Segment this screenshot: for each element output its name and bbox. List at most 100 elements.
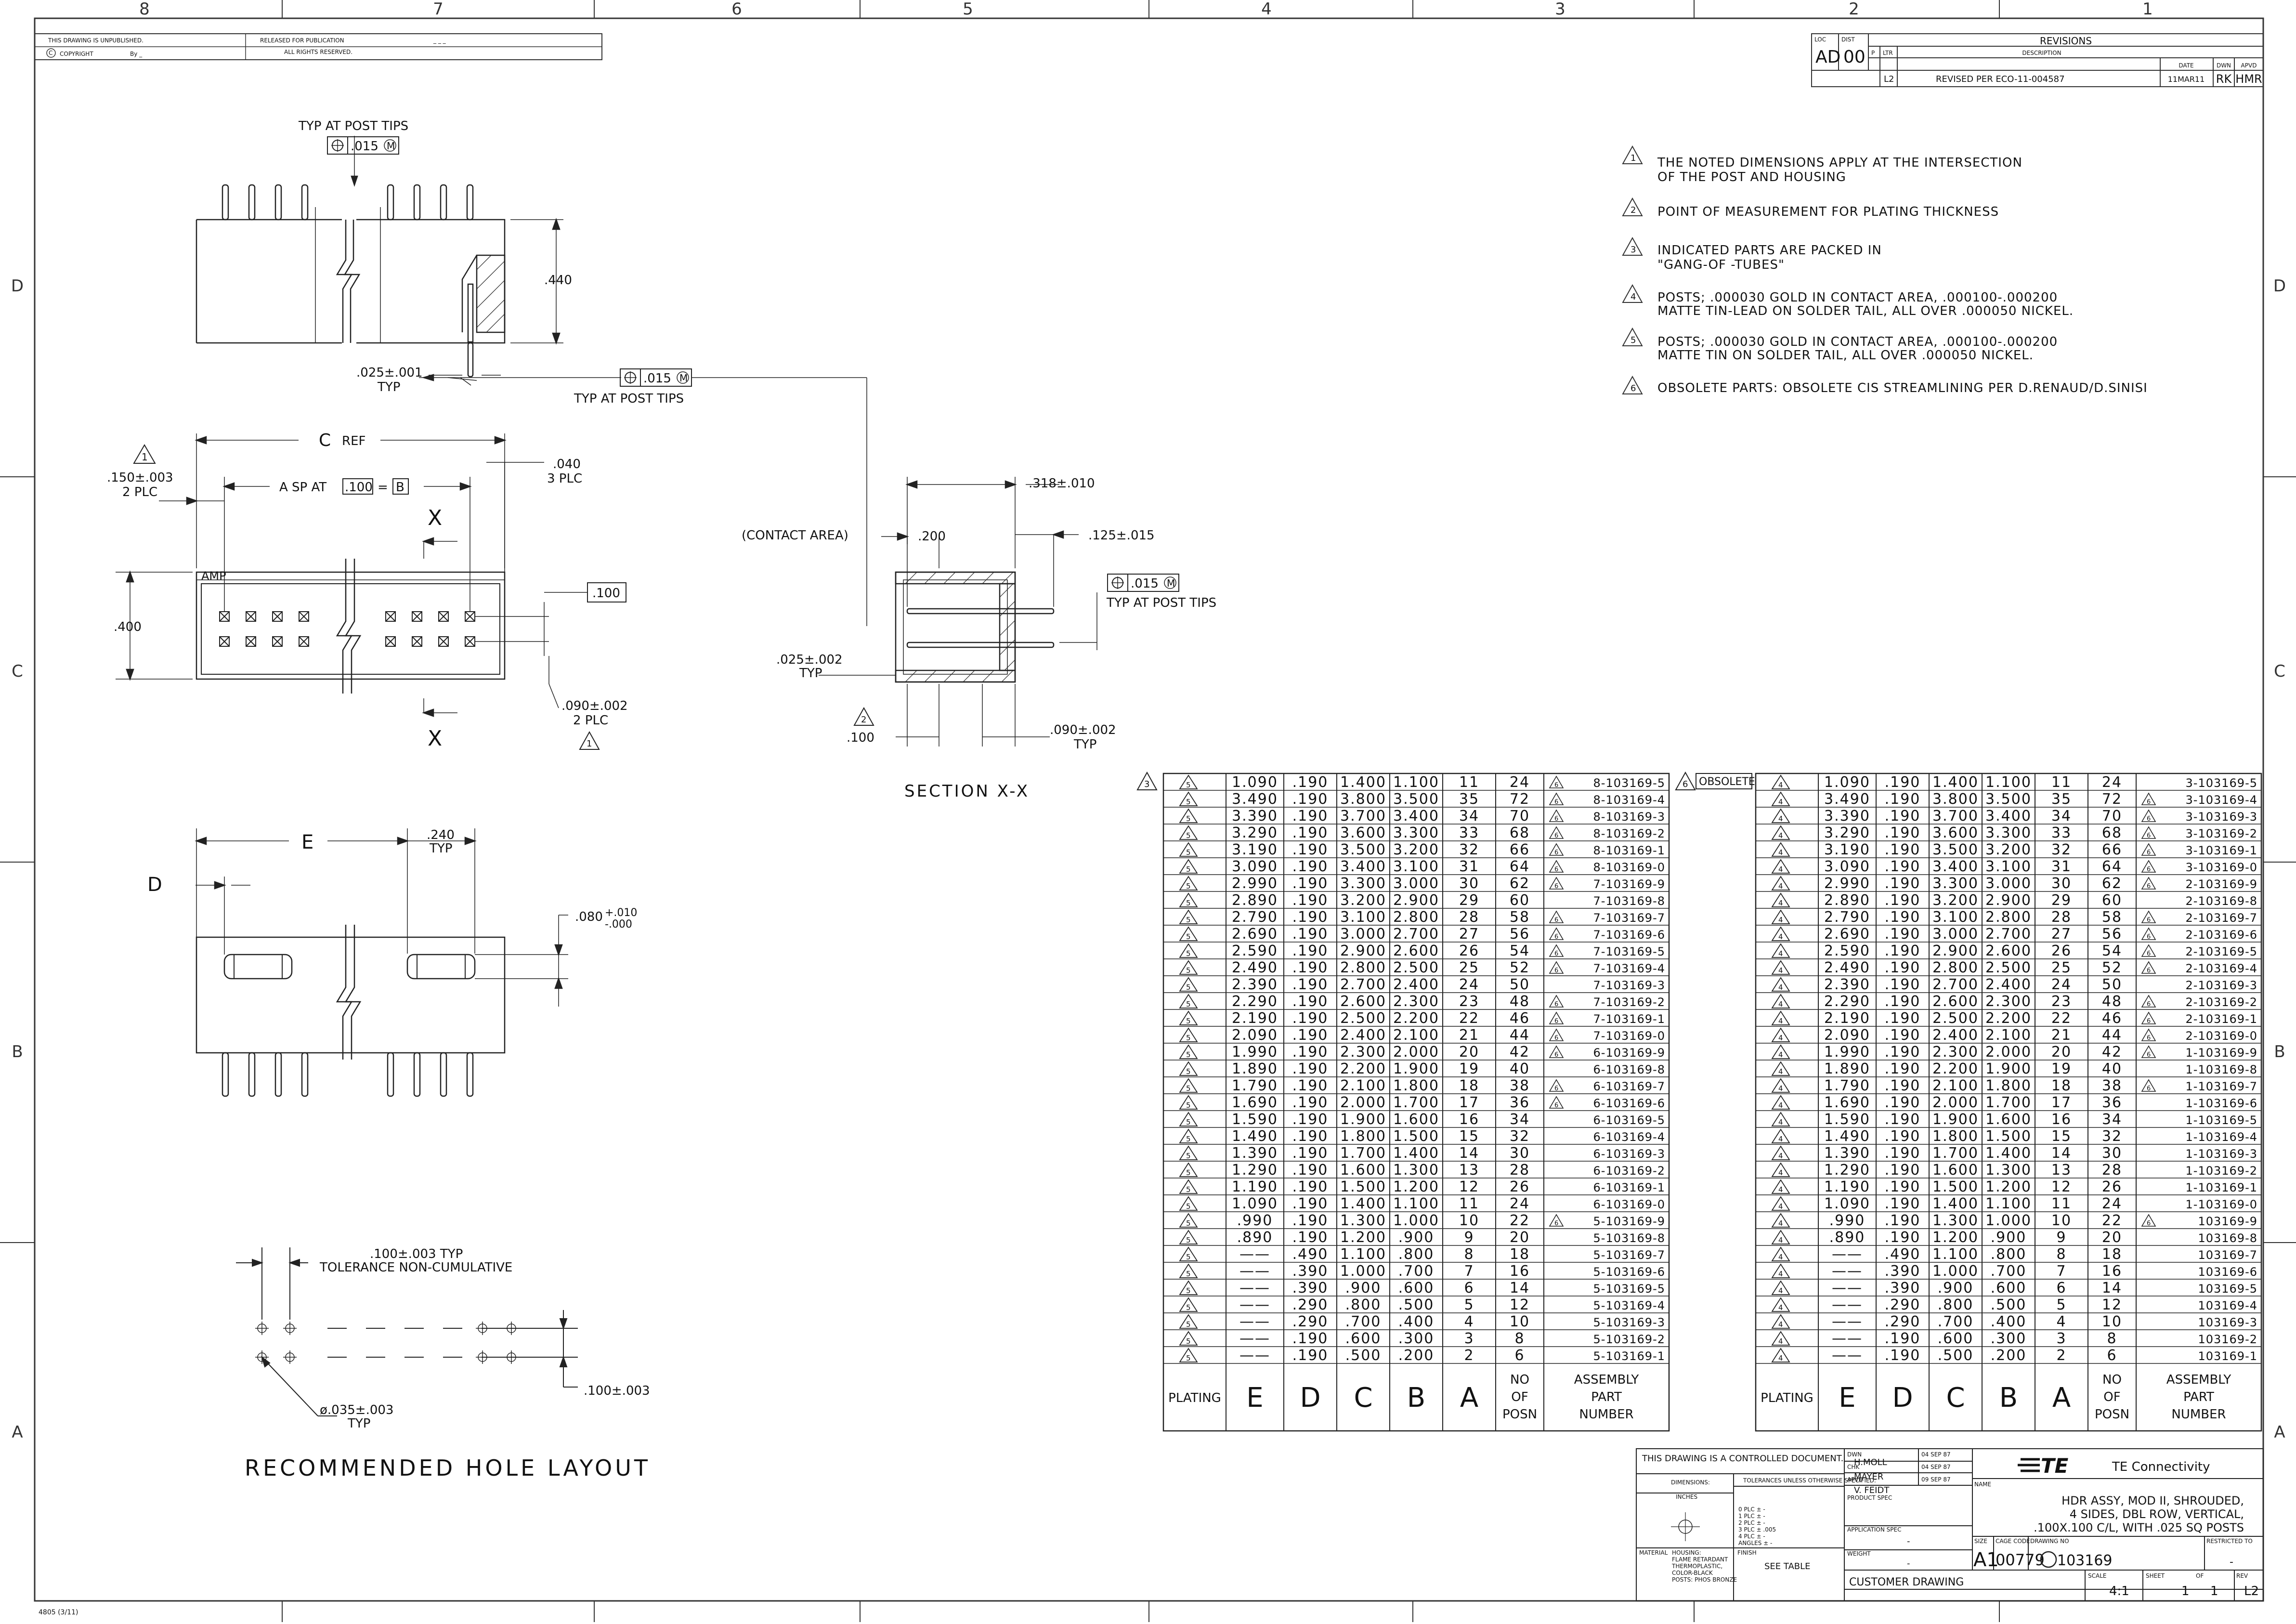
- svg-text:PRODUCT SPEC: PRODUCT SPEC: [1847, 1494, 1892, 1501]
- cell-part-number: 7-103169-5: [1593, 945, 1665, 958]
- cell-b: 3.000: [1393, 875, 1439, 892]
- cell-part-number: 2-103169-0: [2186, 1029, 2257, 1043]
- plating-flag-icon: [1179, 808, 1198, 823]
- cell-d: .190: [1292, 1229, 1329, 1246]
- c-ref-suffix: REF: [342, 434, 365, 448]
- obsolete-flag-note: 6: [1554, 1102, 1558, 1109]
- cell-c: 3.800: [1932, 791, 1979, 808]
- cell-e: 1.190: [1232, 1179, 1278, 1195]
- svg-text:DRAWING NO: DRAWING NO: [2030, 1538, 2069, 1545]
- cell-a: 34: [1459, 808, 1479, 825]
- cell-d: .190: [1292, 1094, 1329, 1111]
- zone-label-a-right: A: [2274, 1423, 2285, 1442]
- cell-c: 2.500: [1932, 1010, 1979, 1027]
- cell-a: 6: [2056, 1280, 2066, 1297]
- obsolete-flag-note: 6: [2147, 917, 2151, 924]
- dim-240-typ: TYP: [429, 841, 452, 856]
- header-plating: PLATING: [1168, 1391, 1221, 1405]
- cell-b: 3.000: [1985, 875, 2032, 892]
- svg-text:M: M: [387, 140, 395, 152]
- cell-d: .190: [1885, 1044, 1921, 1061]
- post-width-dim: .025±.001: [356, 366, 423, 380]
- cell-d: .190: [1292, 1027, 1329, 1044]
- cell-b: .300: [1991, 1330, 2027, 1347]
- cell-part-number: 8-103169-3: [1593, 810, 1665, 824]
- obsolete-flag-note: 6: [1554, 1051, 1558, 1059]
- header-part-number: ASSEMBLY: [2166, 1373, 2231, 1387]
- plating-note: 4: [1778, 1337, 1783, 1346]
- plating-flag-icon: [1179, 1061, 1198, 1076]
- cell-c: 1.200: [1340, 1229, 1386, 1246]
- plating-flag-icon: [1179, 1213, 1198, 1228]
- plating-note: 4: [1778, 1202, 1783, 1211]
- header-part-number: NUMBER: [1579, 1407, 1633, 1422]
- rev-col-dwn: DWN: [2217, 62, 2231, 69]
- obsolete-flag-icon: [2141, 961, 2156, 974]
- cell-b: .300: [1398, 1330, 1435, 1347]
- cell-a: 5: [2056, 1297, 2066, 1313]
- plating-flag-icon: [1771, 1348, 1790, 1362]
- svg-text:CAGE CODE: CAGE CODE: [1996, 1538, 2030, 1545]
- cell-posn: 8: [2107, 1330, 2117, 1347]
- dim-240: .240: [427, 828, 455, 842]
- cell-d: .190: [1885, 1111, 1921, 1128]
- plating-flag-icon: [1771, 1061, 1790, 1076]
- cell-c: 3.600: [1340, 825, 1386, 841]
- plating-flag-icon: [1179, 1280, 1198, 1295]
- header-posn: OF: [2103, 1390, 2120, 1404]
- dim-025-typ: TYP: [799, 666, 822, 681]
- obsolete-flag-icon: [2141, 860, 2156, 873]
- header-a: A: [2052, 1382, 2071, 1414]
- cell-part-number: 103169-2: [2198, 1333, 2257, 1346]
- cell-e: ——: [1239, 1246, 1270, 1263]
- cell-c: 2.200: [1340, 1061, 1386, 1077]
- cell-part-number: 3-103169-0: [2186, 861, 2257, 874]
- obsolete-flag-icon: [2141, 1079, 2156, 1092]
- cell-b: 1.000: [1985, 1212, 2032, 1229]
- svg-text:MATERIAL: MATERIAL: [1639, 1549, 1668, 1556]
- svg-text:REV: REV: [2236, 1572, 2248, 1579]
- svg-text:OBSOLETE PARTS: OBSOLETE CIS S: OBSOLETE PARTS: OBSOLETE CIS STREAMLININ…: [1657, 381, 2148, 395]
- te-logo-text: TE: [2041, 1454, 2069, 1478]
- copyright-by: By _: [130, 51, 143, 57]
- cell-d: .190: [1292, 1077, 1329, 1094]
- cell-posn: 8: [1514, 1330, 1525, 1347]
- cell-part-number: 2-103169-5: [2186, 945, 2257, 958]
- cell-d: .290: [1885, 1297, 1921, 1313]
- cell-posn: 46: [2102, 1010, 2122, 1027]
- plating-note: 4: [1778, 1118, 1783, 1126]
- cell-b: 3.500: [1985, 791, 2032, 808]
- svg-text:M: M: [679, 372, 688, 384]
- header-c: C: [1946, 1382, 1965, 1414]
- cell-part-number: 1-103169-4: [2186, 1130, 2257, 1144]
- cell-d: .190: [1885, 892, 1921, 909]
- cell-a: 35: [1459, 791, 1479, 808]
- section-mark-bottom: X: [428, 726, 442, 751]
- cell-e: 3.190: [1824, 841, 1870, 858]
- cell-e: 3.090: [1232, 858, 1278, 875]
- hole-layout-annotations: .100±.003 TYP TOLERANCE NON-CUMULATIVE .…: [245, 1247, 650, 1481]
- cell-c: 1.100: [1932, 1246, 1979, 1263]
- cell-posn: 52: [2102, 959, 2122, 976]
- cell-a: 8: [2056, 1246, 2066, 1263]
- cell-c: .600: [1938, 1330, 1974, 1347]
- plating-note: 5: [1186, 781, 1191, 789]
- released-text: RELEASED FOR PUBLICATION: [260, 37, 344, 44]
- cell-d: .190: [1885, 926, 1921, 943]
- plating-note: 5: [1186, 1185, 1191, 1194]
- cell-d: .190: [1885, 1162, 1921, 1179]
- svg-text:-: -: [1907, 1559, 1910, 1569]
- plating-flag-icon: [1179, 892, 1198, 907]
- cell-d: .190: [1292, 1162, 1329, 1179]
- cell-b: .600: [1991, 1280, 2027, 1297]
- cell-a: 8: [1464, 1246, 1474, 1263]
- obsolete-flag-icon: [1549, 860, 1564, 873]
- plating-note: 5: [1186, 1101, 1191, 1110]
